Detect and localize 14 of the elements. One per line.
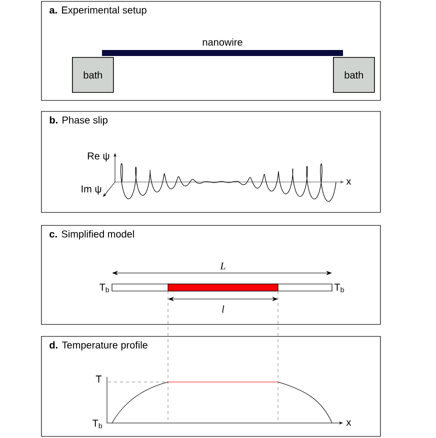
axis-label: x	[346, 179, 352, 185]
bath-box: bath	[72, 57, 114, 93]
axis-label: x	[346, 420, 352, 426]
node-label: nanowire	[202, 38, 242, 46]
dimension-label: L	[220, 262, 226, 270]
bath-box: bath	[333, 57, 375, 93]
axis-label: Im ψ	[82, 186, 102, 194]
nanowire-bar: nanowire	[102, 38, 343, 56]
axis-label: T	[96, 376, 102, 382]
dimension-label: l	[222, 306, 224, 312]
temperature-label: T$_{b}$	[334, 284, 344, 292]
temperature-label: T$_{b}$	[100, 284, 109, 292]
axis-label: Re ψ	[88, 152, 110, 162]
axis-label: T$_{b}$	[92, 420, 102, 428]
